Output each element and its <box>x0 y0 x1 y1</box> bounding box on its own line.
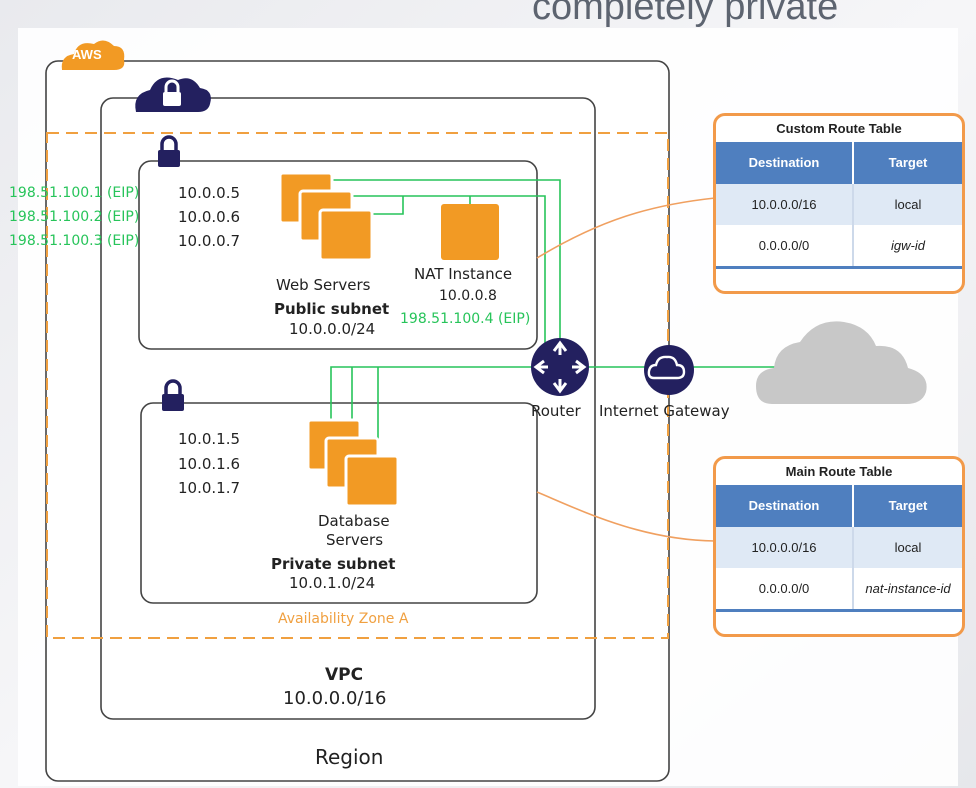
router-icon <box>531 338 589 396</box>
internet-gateway-label: Internet Gateway <box>599 402 730 420</box>
nat-instance-label: NAT Instance <box>414 265 513 283</box>
aws-badge: AWS <box>72 47 102 62</box>
vpc-label: VPC <box>325 665 364 685</box>
route-target: igw-id <box>852 225 962 266</box>
nat-instance-icon <box>441 204 499 260</box>
web-server-eip-2: 198.51.100.2 (EIP) <box>9 209 140 225</box>
availability-zone-label: Availability Zone A <box>278 611 409 627</box>
route-target: local <box>852 184 962 225</box>
db-servers-label-line2: Servers <box>326 531 384 549</box>
db-server-ip-2: 10.0.1.6 <box>178 455 241 473</box>
nat-instance-eip: 198.51.100.4 (EIP) <box>400 311 531 327</box>
region-label: Region <box>315 745 384 769</box>
nat-instance-ip: 10.0.0.8 <box>439 288 497 304</box>
route-destination: 0.0.0.0/0 <box>758 238 810 253</box>
route-destination: 10.0.0.0/16 <box>751 197 817 212</box>
route-destination: 10.0.0.0/16 <box>751 540 817 555</box>
main-route-table: Main Route Table Destination Target 10.0… <box>713 456 965 637</box>
db-servers-label-line1: Database <box>318 512 390 530</box>
web-server-ip-1: 10.0.0.5 <box>178 184 241 202</box>
route-destination: 0.0.0.0/0 <box>758 581 810 596</box>
target-column-header: Target <box>852 485 962 527</box>
destination-column-header: Destination <box>748 155 820 170</box>
slide-title: completely private <box>532 0 839 28</box>
destination-column-header: Destination <box>748 498 820 513</box>
route-table-connectors <box>536 197 716 542</box>
route-target: local <box>852 527 962 568</box>
web-server-eip-3: 198.51.100.3 (EIP) <box>9 233 140 249</box>
table-row: 10.0.0.0/16 local <box>716 184 962 225</box>
main-route-table-title: Main Route Table <box>785 464 893 479</box>
target-column-header: Target <box>852 142 962 184</box>
web-server-eip-1: 198.51.100.1 (EIP) <box>9 185 140 201</box>
private-subnet-label: Private subnet <box>271 555 396 573</box>
web-server-ip-3: 10.0.0.7 <box>178 232 241 250</box>
vpc-lock-cloud-icon <box>135 77 211 112</box>
custom-route-table-header: Destination Target <box>716 142 962 184</box>
router-label: Router <box>531 402 581 420</box>
vpc-cidr: 10.0.0.0/16 <box>283 688 387 709</box>
private-subnet-box <box>140 402 538 604</box>
web-servers-label: Web Servers <box>276 276 371 294</box>
internet-gateway-icon <box>644 345 694 395</box>
db-server-ip-3: 10.0.1.7 <box>178 479 241 497</box>
internet-cloud-icon <box>756 321 927 404</box>
private-subnet-lock-icon <box>162 379 184 411</box>
table-row: 0.0.0.0/0 nat-instance-id <box>716 568 962 612</box>
custom-route-table-title: Custom Route Table <box>776 121 902 136</box>
table-row: 10.0.0.0/16 local <box>716 527 962 568</box>
web-server-ip-2: 10.0.0.6 <box>178 208 241 226</box>
aws-cloud-icon <box>61 40 125 70</box>
db-server-ip-1: 10.0.1.5 <box>178 430 241 448</box>
table-row: 0.0.0.0/0 igw-id <box>716 225 962 269</box>
availability-zone-box <box>46 132 669 639</box>
private-subnet-cidr: 10.0.1.0/24 <box>289 574 376 592</box>
public-subnet-cidr: 10.0.0.0/24 <box>289 320 376 338</box>
custom-route-table: Custom Route Table Destination Target 10… <box>713 113 965 294</box>
public-subnet-label: Public subnet <box>274 300 390 318</box>
public-subnet-lock-icon <box>158 135 180 167</box>
route-target: nat-instance-id <box>852 568 962 609</box>
main-route-table-header: Destination Target <box>716 485 962 527</box>
